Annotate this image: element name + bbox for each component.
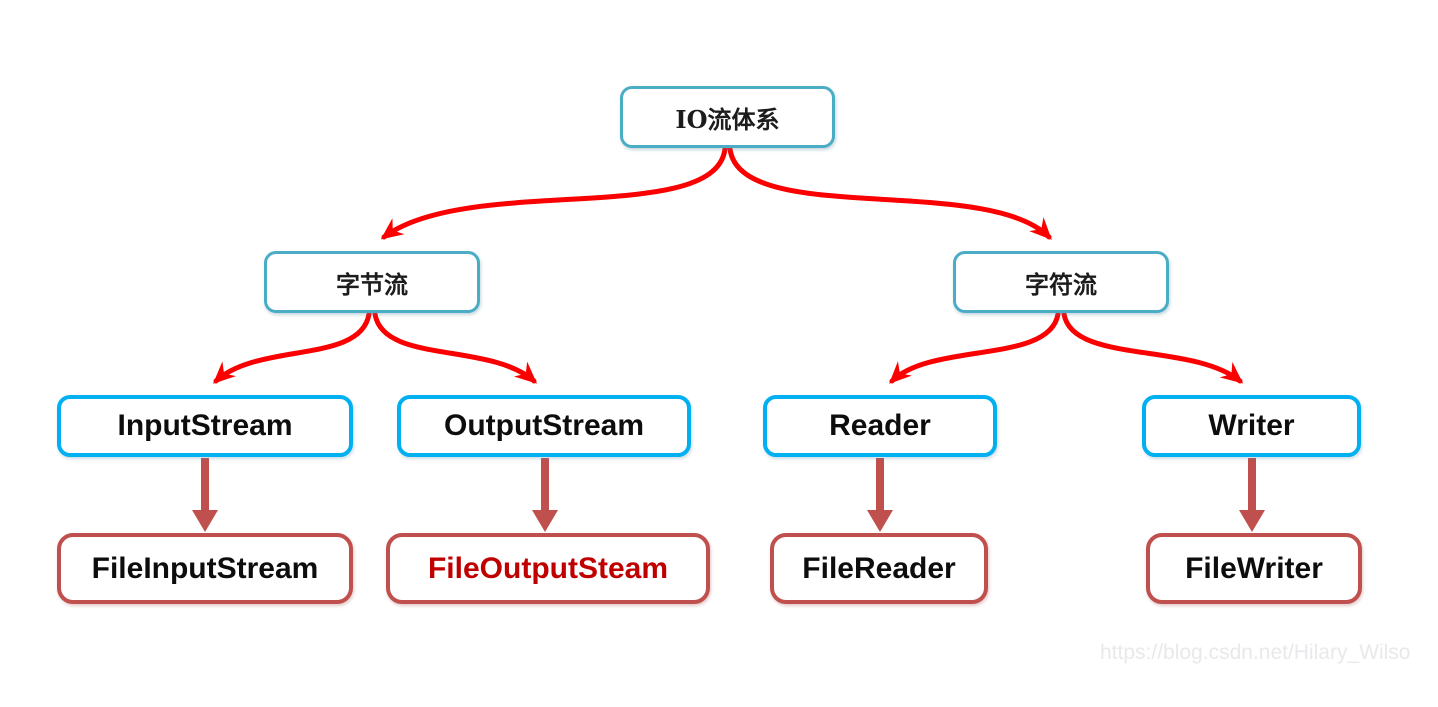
node-io-stream-system: IO流体系 (620, 86, 835, 148)
node-label: 字符流 (1025, 269, 1097, 299)
node-label: InputStream (117, 409, 293, 442)
arrow-inputstream-to-fileinputstream (192, 458, 218, 532)
node-label: 字节流 (336, 269, 408, 299)
node-filewriter: FileWriter (1146, 533, 1362, 604)
arrow-root-to-byte-stream (380, 146, 728, 240)
node-label: Writer (1208, 409, 1295, 442)
node-label: FileInputStream (91, 551, 319, 585)
node-fileinputstream: FileInputStream (57, 533, 353, 604)
node-label: FileOutputSteam (427, 551, 668, 585)
node-filereader: FileReader (770, 533, 988, 604)
node-reader: Reader (763, 395, 997, 457)
arrow-writer-to-filewriter (1239, 458, 1265, 532)
node-label: FileReader (802, 551, 956, 585)
node-label: OutputStream (443, 409, 644, 442)
node-byte-stream: 字节流 (264, 251, 480, 313)
node-outputstream: OutputStream (397, 395, 691, 457)
arrow-reader-to-filereader (867, 458, 893, 532)
arrow-outputstream-to-fileoutputsteam (532, 458, 558, 532)
arrow-byte-to-outputstream (372, 311, 537, 384)
node-char-stream: 字符流 (953, 251, 1169, 313)
arrow-char-to-writer (1061, 311, 1244, 384)
arrow-byte-to-inputstream (213, 311, 372, 384)
node-inputstream: InputStream (57, 395, 353, 457)
arrow-root-to-char-stream (727, 146, 1052, 240)
node-label: Reader (829, 409, 931, 442)
node-label: IO流体系 (675, 104, 780, 134)
node-writer: Writer (1142, 395, 1361, 457)
node-fileoutputsteam: FileOutputSteam (386, 533, 710, 604)
watermark: https://blog.csdn.net/Hilary_Wilso (1100, 641, 1411, 664)
arrow-char-to-reader (889, 311, 1061, 384)
node-label: FileWriter (1185, 551, 1323, 585)
